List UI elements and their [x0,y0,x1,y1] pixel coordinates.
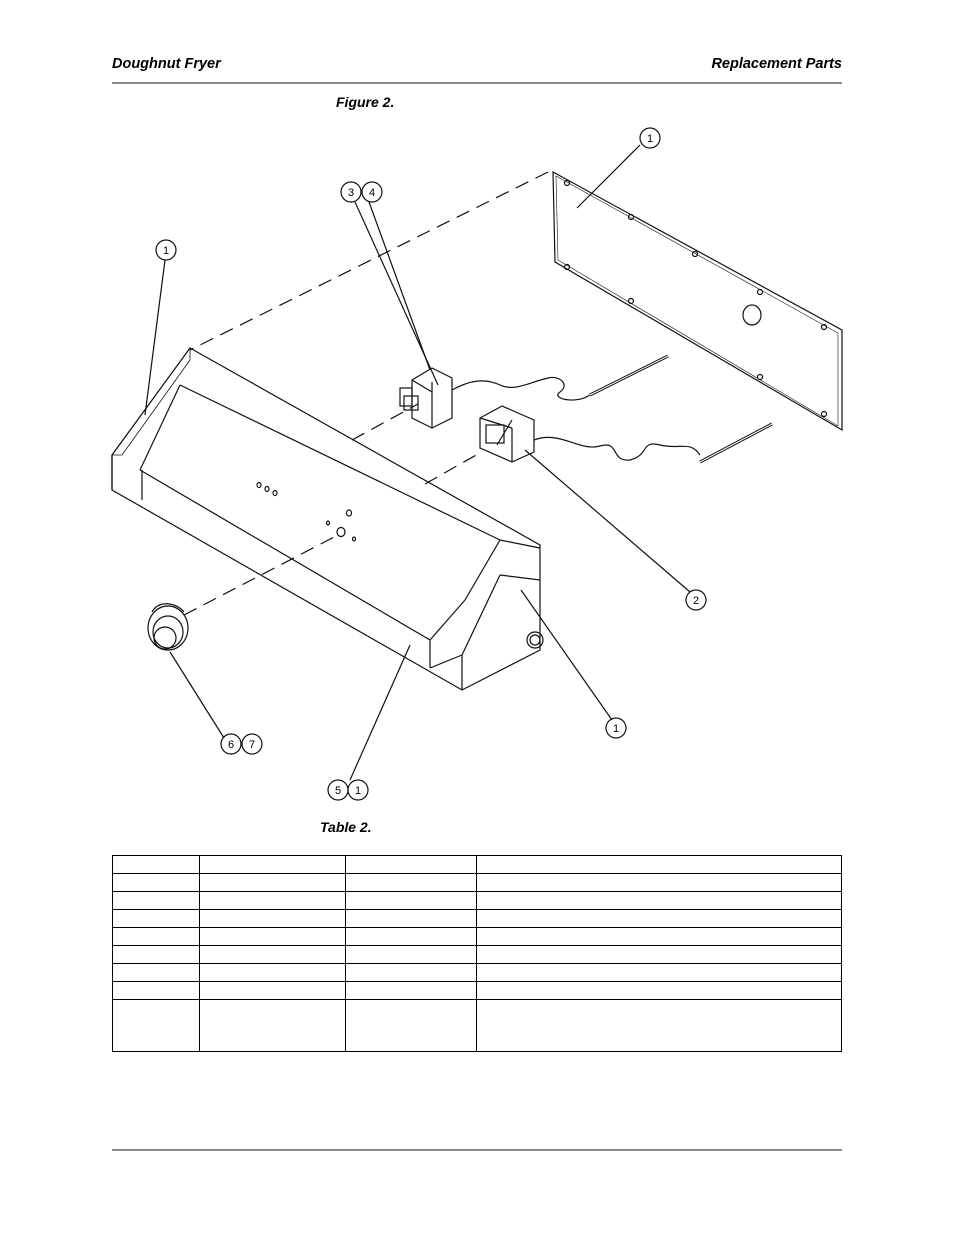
callout-top-left: 1 [163,245,169,257]
table-cell [112,963,200,982]
table-cell [112,981,200,1000]
knob-6-7 [147,603,189,651]
table-cell [112,891,200,910]
table-cell [112,927,200,946]
table-cell [112,999,200,1052]
table-cell [476,927,842,946]
callout-7: 7 [249,739,255,751]
header-rule [112,82,842,84]
table-cell [476,945,842,964]
table-row [112,963,842,982]
table-cell [476,999,842,1052]
callout-right-lower: 1 [613,723,619,735]
table-cell [345,981,477,1000]
table-row [112,909,842,928]
table-cell [345,999,477,1052]
table-cell [345,963,477,982]
header-section: Replacement Parts [711,56,842,72]
header-title: Doughnut Fryer [112,56,221,72]
callout-3: 3 [348,187,354,199]
callout-4: 4 [369,187,375,199]
table-cell [199,945,346,964]
parts-table [112,855,842,1052]
table-cell [476,855,842,874]
table-cell [345,855,477,874]
table-cell [199,909,346,928]
callout-5: 5 [335,785,341,797]
table-cell [112,855,200,874]
table-row [112,945,842,964]
table-cell [112,873,200,892]
callout-5-one: 1 [355,785,361,797]
table-cell [112,945,200,964]
table-caption: Table 2. [320,819,372,835]
table-cell [199,891,346,910]
table-cell [199,981,346,1000]
table-cell [199,999,346,1052]
table-cell [476,891,842,910]
table-cell [112,909,200,928]
table-cell [199,963,346,982]
main-housing [111,346,544,691]
figure-caption: Figure 2. [336,94,395,110]
table-cell [345,909,477,928]
thermostat-2 [479,405,773,464]
table-row [112,891,842,910]
table-cell [345,873,477,892]
table-cell [345,945,477,964]
table-row [112,981,842,1000]
table-cell [345,927,477,946]
table-cell [345,891,477,910]
table-cell [476,873,842,892]
exploded-parts-diagram: 1 1 3 4 2 1 6 7 5 1 [111,127,843,801]
table-row [112,927,842,946]
table-cell [476,981,842,1000]
footer-rule [112,1149,842,1151]
table-row [112,999,842,1052]
table-row [112,873,842,892]
table-cell [476,963,842,982]
table-cell [476,909,842,928]
table-cell [199,855,346,874]
table-cell [199,927,346,946]
thermostat-3-4 [399,354,669,429]
callout-6: 6 [228,739,234,751]
callout-top-right: 1 [647,133,653,145]
table-cell [199,873,346,892]
back-panel [552,170,843,432]
table-row [112,855,842,874]
callout-2: 2 [693,595,699,607]
